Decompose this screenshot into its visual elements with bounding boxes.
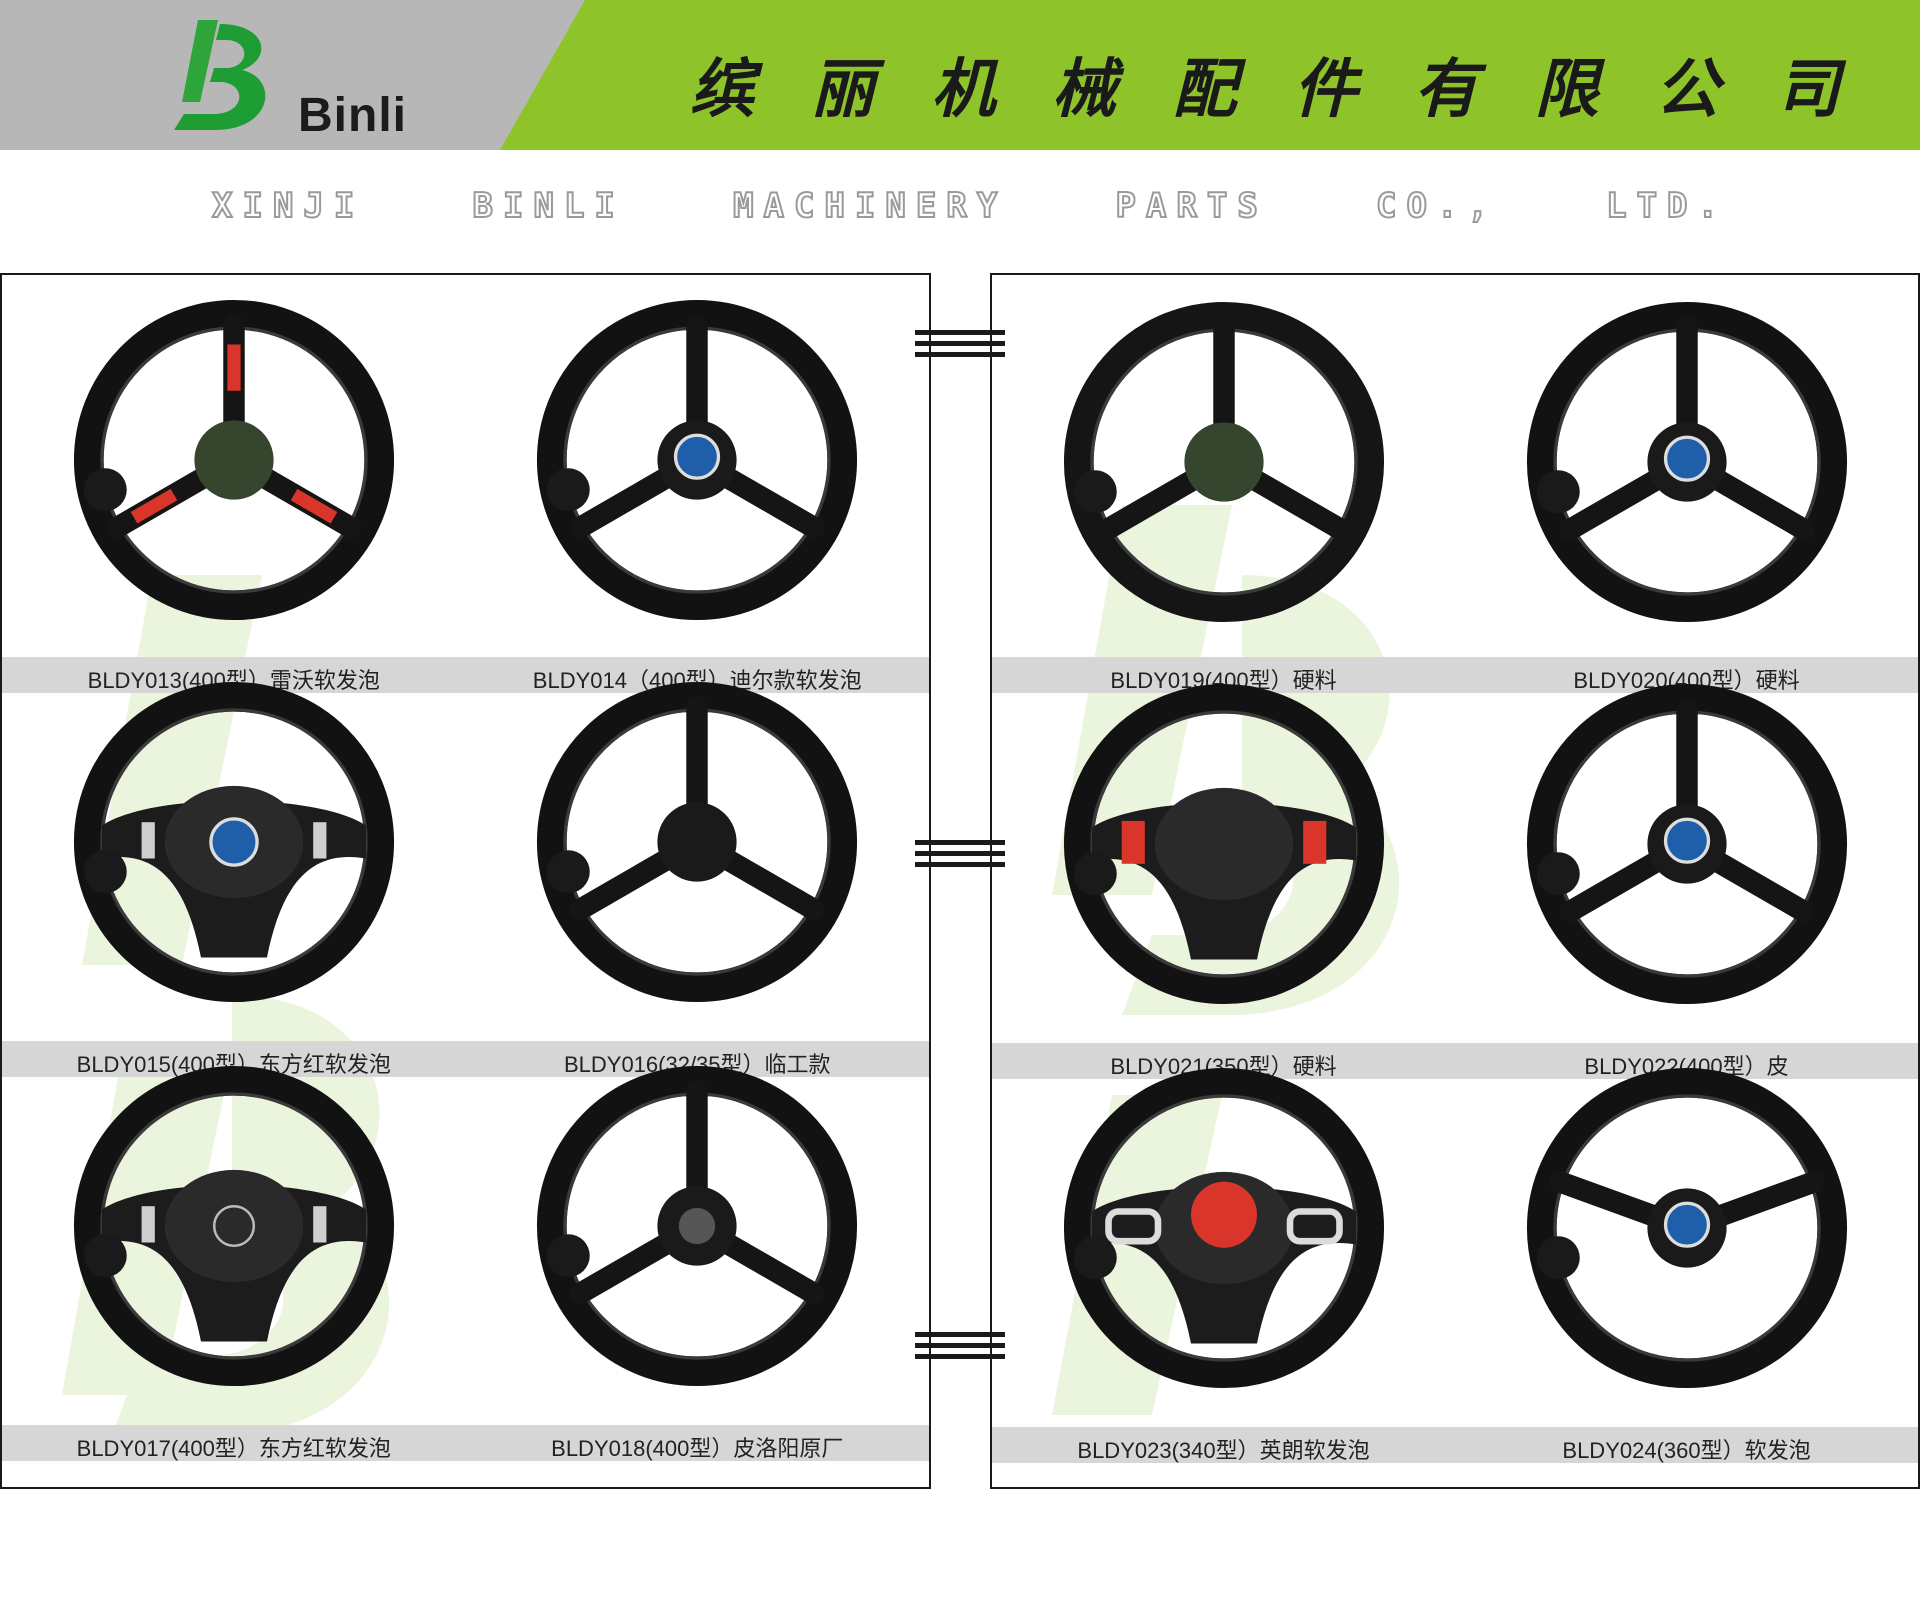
product-caption: BLDY024(360型）软发泡 — [1562, 1438, 1811, 1463]
steering-wheel-icon — [73, 681, 394, 1003]
caption-band — [992, 1043, 1918, 1079]
steering-wheel-icon — [73, 299, 394, 621]
caption-band — [992, 657, 1918, 693]
page-header: Binli 缤 丽 机 械 配 件 有 限 公 司 — [0, 0, 1920, 150]
caption-band — [2, 657, 929, 693]
company-name-chinese: 缤 丽 机 械 配 件 有 限 公 司 — [690, 38, 1840, 130]
product-image — [1522, 1063, 1852, 1398]
company-name-english: XINJI BINLI MACHINERY PARTS CO., LTD. — [211, 185, 1728, 227]
steering-wheel-icon — [537, 681, 858, 1003]
company-char: 配 — [1172, 53, 1237, 127]
header-green-band — [500, 0, 1920, 150]
product-image — [532, 295, 862, 630]
company-char: 公 — [1655, 53, 1720, 127]
product-image — [1059, 297, 1389, 632]
product-image — [69, 1061, 399, 1396]
steering-wheel-icon — [1063, 301, 1384, 623]
steering-wheel-icon — [73, 1065, 394, 1387]
company-char: 缤 — [690, 53, 754, 127]
product-image — [1059, 679, 1389, 1014]
panel-connector — [915, 840, 1005, 876]
product-image — [532, 677, 862, 1012]
product-caption: BLDY023(340型）英朗软发泡 — [1077, 1438, 1370, 1463]
logo-wordmark: Binli — [298, 89, 407, 142]
binli-logo-icon — [174, 20, 266, 130]
product-image — [1522, 297, 1852, 632]
product-image — [69, 677, 399, 1012]
company-char: 有 — [1413, 53, 1478, 127]
steering-wheel-icon — [537, 1065, 858, 1387]
company-char: 机 — [931, 53, 996, 127]
caption-band — [2, 1425, 929, 1461]
steering-wheel-icon — [1526, 1067, 1847, 1389]
product-caption: BLDY017(400型）东方红软发泡 — [76, 1436, 391, 1461]
company-char: 司 — [1775, 53, 1840, 127]
product-image — [1522, 679, 1852, 1014]
product-image — [532, 1061, 862, 1396]
steering-wheel-icon — [1526, 683, 1847, 1005]
panel-connector — [915, 1332, 1005, 1368]
caption-band — [992, 1427, 1918, 1463]
company-char: 丽 — [810, 53, 875, 127]
steering-wheel-icon — [1063, 1067, 1384, 1389]
caption-band — [2, 1041, 929, 1077]
steering-wheel-icon — [1063, 683, 1384, 1005]
product-image — [69, 295, 399, 630]
header-gray-band — [0, 0, 590, 150]
product-image — [1059, 1063, 1389, 1398]
company-char: 械 — [1051, 53, 1116, 127]
company-char: 限 — [1534, 53, 1599, 127]
company-char: 件 — [1293, 53, 1358, 127]
steering-wheel-icon — [537, 299, 858, 621]
panel-connector — [915, 330, 1005, 366]
steering-wheel-icon — [1526, 301, 1847, 623]
product-caption: BLDY018(400型）皮洛阳原厂 — [551, 1436, 844, 1461]
